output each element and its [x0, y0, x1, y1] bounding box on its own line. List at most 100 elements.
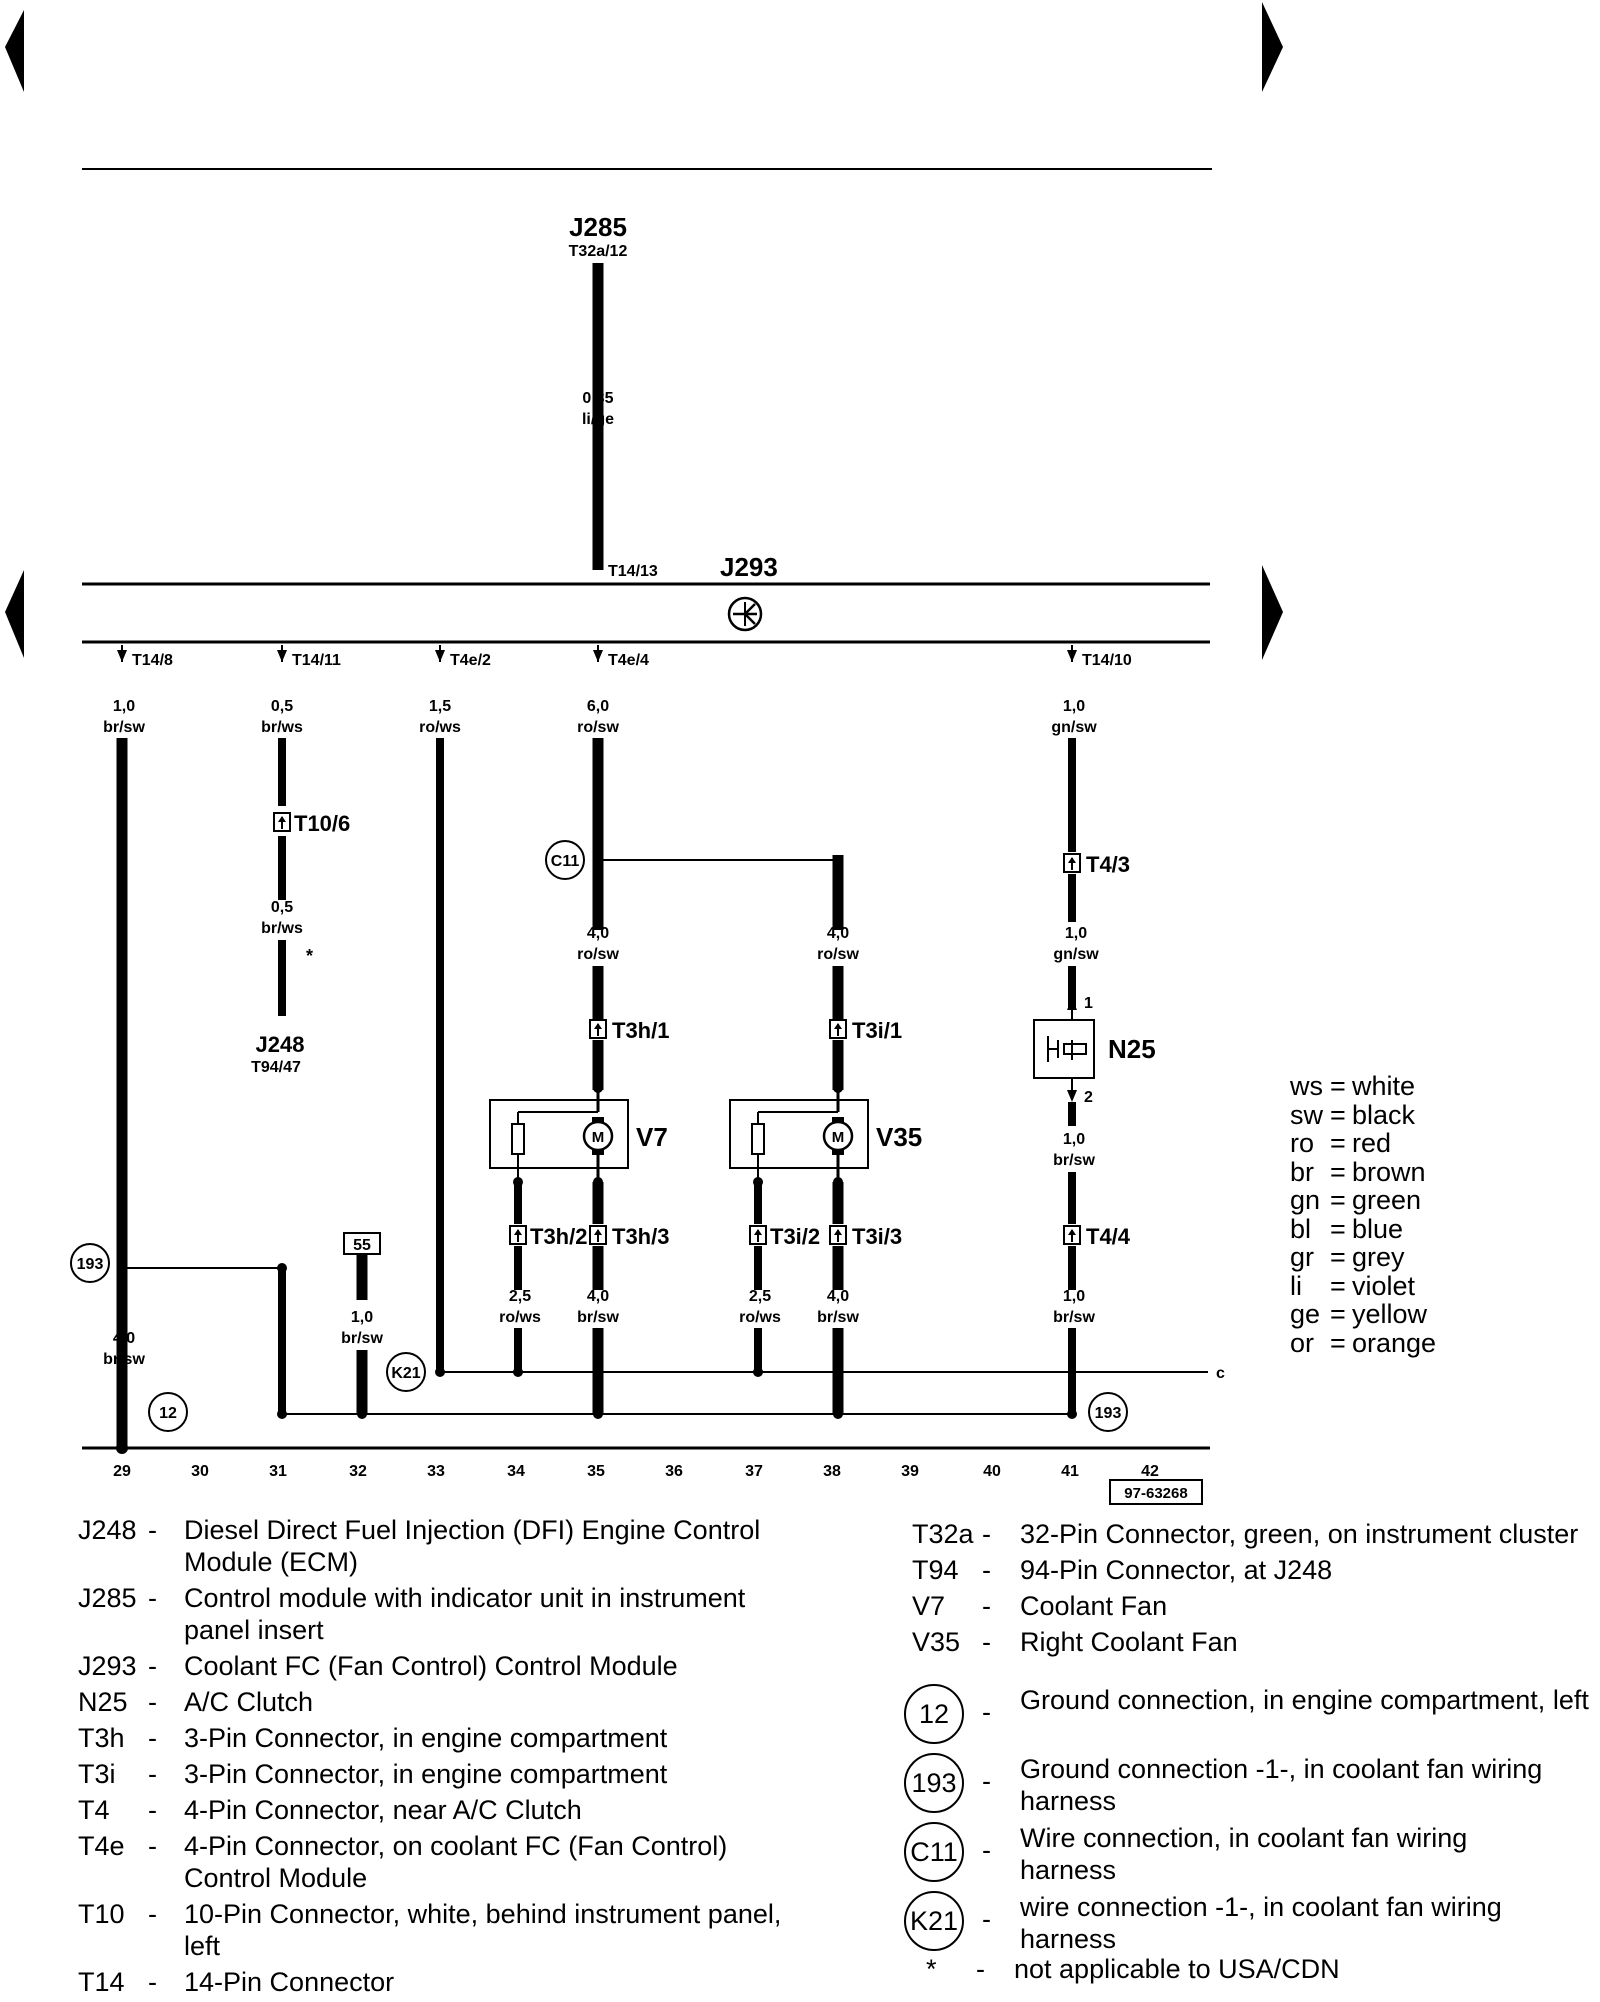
legend-code: li — [1290, 1270, 1302, 1301]
legend-row: li=violet — [1290, 1270, 1416, 1301]
v7-supply-size: 4,0 — [587, 925, 609, 942]
key-row: T3h-3-Pin Connector, in engine compartme… — [78, 1722, 818, 1754]
column-number: 35 — [587, 1463, 605, 1480]
v7-supply-color: ro/sw — [577, 946, 619, 963]
v7-res-color: ro/ws — [499, 1309, 541, 1326]
key-row: T4e-4-Pin Connector, on coolant FC (Fan … — [78, 1830, 818, 1894]
legend-code: sw — [1290, 1099, 1323, 1130]
v35-supply-size: 4,0 — [827, 925, 849, 942]
ground-key-desc: Ground connection, in engine compartment… — [1020, 1685, 1589, 1715]
next-section-arrow-icon[interactable] — [1262, 565, 1283, 660]
key-code: T3i — [78, 1759, 116, 1789]
prev-page-arrow-icon[interactable] — [5, 10, 24, 92]
n25-low-color: br/sw — [1053, 1152, 1095, 1169]
svg-text:C11: C11 — [551, 853, 580, 870]
legend-row: sw=black — [1290, 1099, 1416, 1130]
key-row: J248-Diesel Direct Fuel Injection (DFI) … — [78, 1514, 818, 1578]
key-desc: 32-Pin Connector, green, on instrument c… — [1020, 1519, 1579, 1549]
key-row: J293-Coolant FC (Fan Control) Control Mo… — [78, 1650, 818, 1682]
v35-resistor-icon — [751, 1123, 765, 1155]
column-number: 33 — [427, 1463, 445, 1480]
ground-key-row: 193-Ground connection -1-, in coolant fa… — [904, 1753, 1600, 1822]
w31-color: br/ws — [261, 719, 303, 736]
svg-text:K21: K21 — [391, 1365, 420, 1382]
key-row: T32a-32-Pin Connector, green, on instrum… — [912, 1518, 1600, 1550]
column-number: 41 — [1061, 1463, 1079, 1480]
key-desc: A/C Clutch — [184, 1687, 314, 1717]
v7-label: V7 — [636, 1122, 668, 1152]
key-code: T32a — [912, 1519, 974, 1549]
n25-mid-size: 1,0 — [1065, 925, 1087, 942]
key-row: T4-4-Pin Connector, near A/C Clutch — [78, 1794, 818, 1826]
ground-key-desc: wire connection -1-, in coolant fan wiri… — [1020, 1892, 1502, 1954]
legend-row: ge=yellow — [1290, 1299, 1428, 1329]
legend-row: gr=grey — [1290, 1242, 1405, 1272]
key-row: N25-A/C Clutch — [78, 1686, 818, 1718]
t3i3-connector-icon — [829, 1225, 847, 1245]
next-page-arrow-icon[interactable] — [1262, 2, 1283, 92]
v35-supply-color: ro/sw — [817, 946, 859, 963]
column-number: 32 — [349, 1463, 367, 1480]
j248-label: J248 — [256, 1032, 305, 1057]
column-number: 37 — [745, 1463, 763, 1480]
n25-bot-color: br/sw — [1053, 1309, 1095, 1326]
legend-code: ro — [1290, 1128, 1315, 1158]
pin-w41: T14/10 — [1082, 652, 1132, 669]
column-number: 36 — [665, 1463, 683, 1480]
svg-text:97-63268: 97-63268 — [1124, 1485, 1187, 1502]
w35-color: ro/sw — [577, 719, 619, 736]
j293-input-pin: T14/13 — [608, 563, 658, 580]
legend-code: or — [1290, 1327, 1315, 1358]
column-number: 31 — [269, 1463, 287, 1480]
g12-marker: 12 — [148, 1392, 188, 1432]
prev-section-arrow-icon[interactable] — [5, 570, 24, 658]
j285-pin-label: T32a/12 — [569, 243, 628, 260]
n25-pin1: 1 — [1084, 995, 1093, 1012]
t3i1-connector-icon — [829, 1019, 847, 1039]
legend-name: green — [1352, 1185, 1422, 1215]
legend-name: grey — [1352, 1242, 1405, 1272]
key-code: T14 — [78, 1967, 125, 1997]
w33-color: ro/ws — [419, 719, 461, 736]
key-code: T94 — [912, 1555, 959, 1585]
column-number: 38 — [823, 1463, 841, 1480]
legend-code: gr — [1290, 1242, 1315, 1272]
n25-mid-color: gn/sw — [1053, 946, 1099, 963]
legend-name: black — [1352, 1099, 1416, 1130]
footnote-mark: * — [926, 1954, 937, 1984]
pin-w31: T14/11 — [292, 652, 341, 669]
column-number: 39 — [901, 1463, 919, 1480]
w32-color: br/sw — [341, 1330, 383, 1347]
legend-row: bl=blue — [1290, 1213, 1404, 1244]
v35-motor-label: M — [832, 1129, 845, 1146]
n25-label: N25 — [1108, 1034, 1156, 1064]
key-desc: 4-Pin Connector, on coolant FC (Fan Cont… — [184, 1831, 728, 1893]
key-desc: 3-Pin Connector, in engine compartment — [184, 1759, 668, 1789]
t3i3-label: T3i/3 — [852, 1224, 902, 1249]
t44-connector-icon — [1063, 1225, 1081, 1245]
key-row: V35-Right Coolant Fan — [912, 1626, 1600, 1658]
w29-gnd-size: 4,0 — [113, 1330, 135, 1347]
key-row: V7-Coolant Fan — [912, 1590, 1600, 1622]
w35-size: 6,0 — [587, 698, 609, 715]
v35-res-color: ro/ws — [739, 1309, 781, 1326]
t3h1-connector-icon — [589, 1019, 607, 1039]
legend-name: blue — [1352, 1213, 1404, 1244]
wire-color-legend: ws=white sw=black ro=red br=brown gn=gre… — [1290, 1072, 1436, 1357]
ground-key-code: K21 — [904, 1891, 964, 1951]
bus-end-marker: c — [1216, 1365, 1225, 1382]
t44-label: T4/4 — [1086, 1224, 1131, 1249]
n25-low-size: 1,0 — [1063, 1131, 1085, 1148]
svg-text:193: 193 — [77, 1256, 104, 1273]
t3h1-label: T3h/1 — [612, 1018, 669, 1043]
v7-motor-label: M — [592, 1129, 605, 1146]
v35-label: V35 — [876, 1122, 922, 1152]
component-key-right: T32a-32-Pin Connector, green, on instrum… — [912, 1518, 1600, 1662]
legend-name: red — [1352, 1128, 1392, 1158]
key-desc: 94-Pin Connector, at J248 — [1020, 1555, 1333, 1585]
w31b-color: br/ws — [261, 920, 303, 937]
pin-w29: T14/8 — [132, 652, 173, 669]
svg-text:12: 12 — [159, 1405, 177, 1422]
key-code: N25 — [78, 1687, 128, 1717]
legend-code: ws — [1290, 1071, 1323, 1101]
